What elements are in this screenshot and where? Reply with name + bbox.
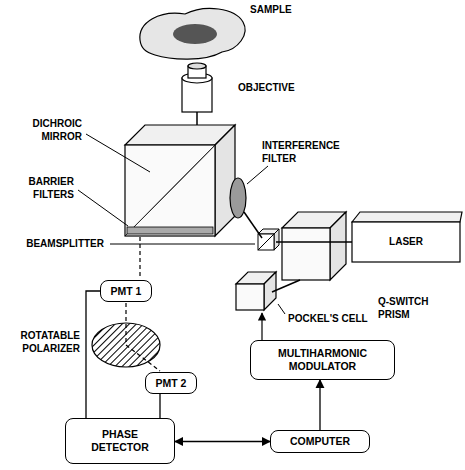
pockels-front: [236, 284, 264, 310]
dichroic-mirror: [125, 125, 235, 236]
part-label: Q-SWITCH PRISM: [378, 296, 458, 321]
box-label: MULTIHARMONIC MODULATOR: [263, 347, 383, 372]
signal-wire: [319, 380, 320, 430]
signal-wire: [86, 291, 100, 418]
instrument-box: PHASE DETECTOR: [65, 418, 175, 464]
box-label: PHASE DETECTOR: [85, 428, 155, 453]
prism-side: [330, 212, 346, 280]
interference-filter: [230, 178, 246, 218]
box-label: COMPUTER: [290, 435, 350, 448]
barrier-filter: [127, 227, 213, 234]
box-label: PMT 2: [156, 377, 187, 390]
box-label: PMT 1: [111, 285, 142, 298]
part-label: OBJECTIVE: [238, 82, 318, 95]
beamsplitter-side: [274, 229, 279, 250]
part-label: SAMPLE: [250, 4, 320, 17]
emission-path: [139, 237, 140, 279]
part-label: DICHROIC MIRROR: [4, 118, 82, 143]
laser-beam: [244, 212, 262, 238]
cell-nucleus: [173, 24, 217, 44]
part-label: POCKEL'S CELL: [288, 313, 378, 326]
leader-line: [110, 244, 255, 245]
instrument-box: COMPUTER: [270, 430, 370, 453]
drive-wire: [261, 313, 262, 340]
leader-line: [86, 134, 150, 172]
beam: [196, 112, 198, 125]
part-label: ROTATABLE POLARIZER: [4, 330, 80, 355]
laser-beam: [276, 241, 352, 243]
laser-body: [352, 222, 460, 262]
sample-cell: [140, 8, 245, 59]
prism-front: [282, 228, 330, 280]
part-label: INTERFERENCE FILTER: [262, 140, 362, 165]
laser-top: [352, 212, 462, 222]
instrument-box: MULTIHARMONIC MODULATOR: [250, 340, 395, 380]
laser-beam: [272, 280, 300, 292]
part-label: BARRIER FILTERS: [4, 176, 74, 201]
rotatable-polarizer: [92, 323, 160, 367]
part-label: LASER: [366, 236, 446, 249]
signal-wire: [175, 441, 270, 442]
part-label: BEAMSPLITTER: [4, 238, 104, 251]
leader-line: [78, 190, 128, 226]
objective-lens: [188, 63, 206, 69]
instrument-box: PMT 1: [100, 280, 152, 302]
instrument-box: PMT 2: [145, 372, 197, 394]
leader-line: [247, 166, 268, 184]
leader-line: [278, 304, 285, 314]
signal-wire: [159, 394, 160, 418]
